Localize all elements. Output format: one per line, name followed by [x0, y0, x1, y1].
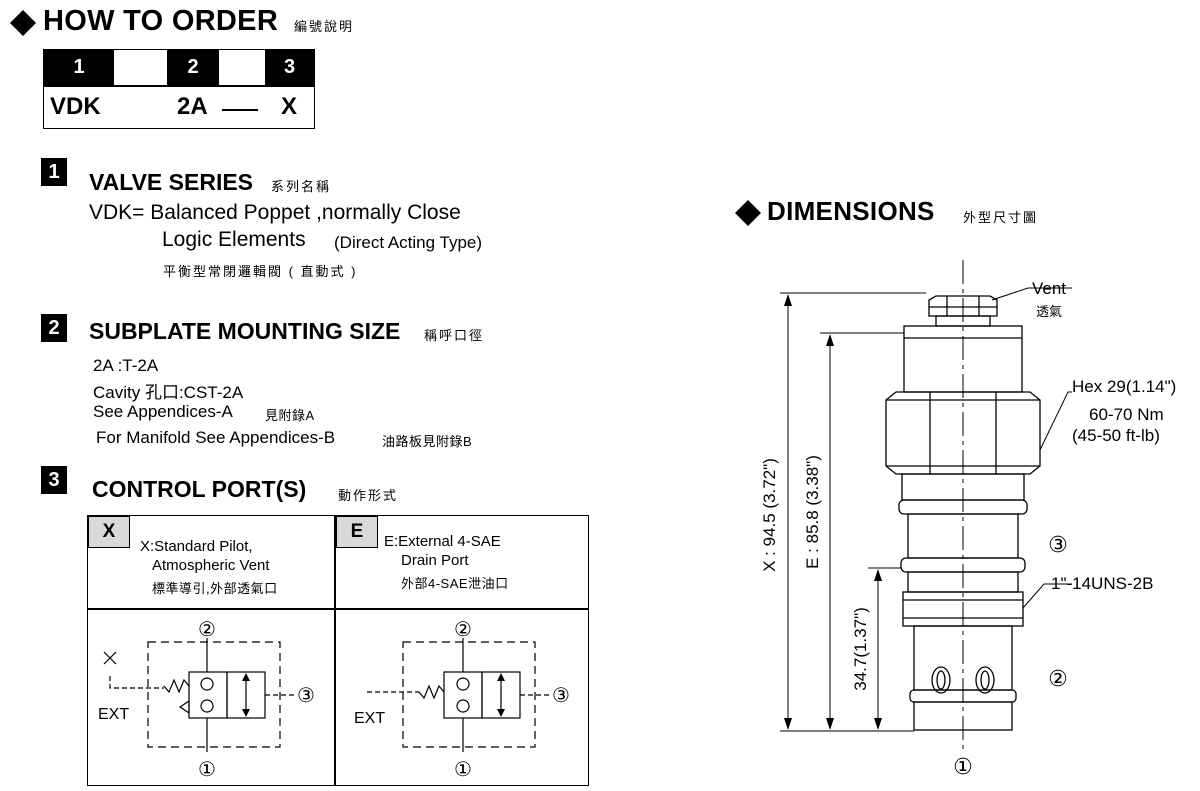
section-2-badge: 2 [41, 314, 67, 342]
symbol-e-ext-label: EXT [354, 710, 385, 727]
section-1-line2-sub: (Direct Acting Type) [334, 233, 483, 252]
order-code-number-2: 2 [167, 50, 219, 85]
hex-leader [1039, 391, 1072, 451]
symbol-x-port3-label: ③ [297, 685, 315, 707]
section-1-title: VALVE SERIES [89, 169, 254, 195]
port1-label: ① [953, 754, 973, 779]
symbol-x-poppet-top [200, 677, 214, 691]
section-3-badge: 3 [41, 466, 67, 494]
section-1-line1: VDK= Balanced Poppet ,normally Close [89, 201, 461, 224]
symbol-x [103, 638, 296, 752]
symbol-e-port3-label: ③ [552, 685, 570, 707]
option-x-line2: Atmospheric Vent [152, 557, 270, 574]
option-x-letter: X [88, 516, 130, 548]
option-x-line1: X:Standard Pilot, [140, 538, 253, 555]
vent-leader [991, 287, 1072, 301]
torque-nm-label: 60-70 Nm [1089, 405, 1164, 424]
symbol-e-pilot-frame [402, 641, 536, 748]
hex-label: Hex 29(1.14") [1072, 377, 1176, 396]
section-2-line4: For Manifold See Appendices-B [96, 428, 336, 447]
symbol-x-ext-label: EXT [98, 706, 129, 723]
port3-label: ③ [1048, 532, 1068, 557]
symbol-x-port2-label: ② [198, 619, 216, 641]
section-2-line4-cjk: 油路板見附錄B [382, 434, 473, 449]
symbol-e-valve-left [443, 671, 483, 719]
nose [913, 701, 1013, 731]
symbol-e-poppet-top [456, 677, 470, 691]
symbol-e-spring [418, 684, 445, 700]
option-e-line3: 外部4-SAE泄油口 [401, 576, 509, 591]
section-2-line2: Cavity 孔口:CST-2A [93, 383, 244, 402]
symbol-e-poppet-bottom [456, 699, 470, 713]
thread-label: 1"-14UNS-2B [1051, 574, 1153, 593]
section-3-title-cjk: 動作形式 [338, 488, 399, 503]
option-e-letter: E [336, 516, 378, 548]
section-2-line3: See Appendices-A [93, 402, 233, 421]
section-1-line3-cjk: 平衡型常閉邏輯閥 ( 直動式 ) [163, 264, 358, 279]
side-port-left [931, 666, 951, 694]
section-1-title-cjk: 系列名稱 [271, 179, 332, 194]
symbol-e-port1-label: ① [454, 759, 472, 781]
order-code-size: 2A [177, 93, 208, 120]
section-2-title: SUBPLATE MOUNTING SIZE [89, 318, 401, 344]
dimensions-title-cjk: 外型尺寸圖 [963, 210, 1039, 225]
thread-leader [1022, 583, 1072, 609]
vent-cap [928, 295, 998, 317]
table-vertical-divider [334, 516, 336, 785]
symbol-e [367, 638, 551, 752]
vent-label: Vent [1032, 279, 1066, 298]
valve-dimension-drawing: Vent 透氣 Hex 29(1.14") 60-70 Nm (45-50 ft… [760, 260, 1176, 779]
side-port-right [975, 666, 995, 694]
option-e-line1: E:External 4-SAE [384, 533, 501, 550]
symbol-x-vent-mark-b [103, 651, 117, 665]
order-code-port: X [281, 93, 298, 120]
order-code-series: VDK [50, 93, 101, 120]
dim-small-label: 34.7(1.37") [851, 607, 870, 691]
order-code-number-1: 1 [44, 50, 114, 85]
option-x-line3: 標準導引,外部透氣口 [152, 581, 278, 596]
how-to-order-title-cjk: 編號說明 [294, 19, 355, 34]
symbol-x-poppet-bottom [200, 699, 214, 713]
section-1-line2: Logic Elements [162, 228, 306, 251]
option-e-line2: Drain Port [401, 552, 469, 569]
symbol-x-arrow-down-head [242, 709, 250, 717]
symbol-x-pilot-frame [147, 641, 281, 748]
order-code-number-3: 3 [265, 50, 314, 85]
hydraulic-symbols: ② ① ③ EXT ② ① ③ EXT [98, 619, 570, 781]
how-to-order-title: HOW TO ORDER [43, 5, 279, 37]
symbol-x-pilot-triangle [178, 699, 190, 715]
section-1-badge: 1 [41, 158, 67, 186]
section-2-line3-cjk: 見附錄A [265, 408, 315, 423]
section-2-title-cjk: 稱呼口徑 [424, 328, 485, 343]
order-code-dash [222, 109, 258, 111]
torque-ftlb-label: (45-50 ft-lb) [1072, 426, 1160, 445]
dimensions-title: DIMENSIONS [767, 196, 935, 226]
symbol-x-valve-left [188, 671, 228, 719]
symbol-x-arrow-up-head [242, 673, 250, 681]
port2-label: ② [1048, 666, 1068, 691]
diamond-icon [8, 8, 38, 38]
vent-label-cjk: 透氣 [1036, 304, 1062, 319]
order-code-divider [44, 85, 314, 87]
order-code-box: 1 2 3 VDK 2A X [43, 49, 315, 129]
symbol-e-port2-label: ② [454, 619, 472, 641]
section-3-title: CONTROL PORT(S) [92, 476, 307, 502]
dim-e-label: E : 85.8 (3.38") [803, 455, 822, 569]
diamond-icon [734, 199, 762, 227]
symbol-e-arrow-down-head [497, 709, 505, 717]
section-2-line1: 2A :T-2A [93, 356, 159, 375]
dim-x-label: X : 94.5 (3.72") [760, 458, 779, 572]
control-port-table: X X:Standard Pilot, Atmospheric Vent 標準導… [87, 515, 589, 786]
symbol-x-port1-label: ① [198, 759, 216, 781]
symbol-e-arrow-up-head [497, 673, 505, 681]
table-horizontal-divider [88, 608, 588, 610]
symbol-x-spring [163, 678, 190, 694]
symbol-x-vent-line [109, 676, 164, 689]
